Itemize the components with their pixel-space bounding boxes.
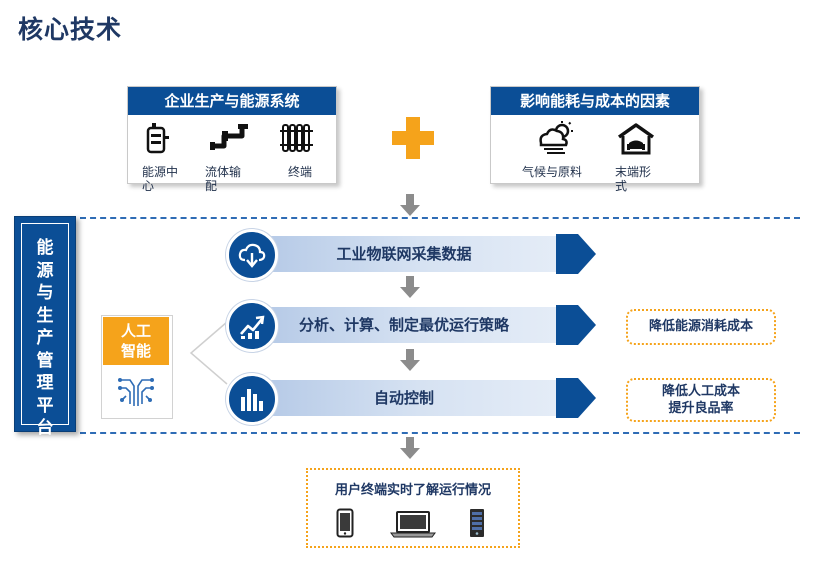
step-arrow-head-3 <box>556 378 596 418</box>
step-arrow-head-1 <box>556 234 596 274</box>
step-label-1: 工业物联网采集数据 <box>336 245 472 263</box>
server-icon <box>470 509 484 537</box>
terminal-form-label: 末端形 式 <box>615 165 652 193</box>
down-arrow-4 <box>400 437 420 459</box>
outcome-box-2: 降低人工成本 提升良品率 <box>626 378 776 422</box>
step-arrow-head-2 <box>556 305 596 345</box>
step-circle-3 <box>226 373 278 425</box>
outcome-box-1: 降低能源消耗成本 <box>626 309 776 345</box>
ai-panel: 人工 智能 <box>101 315 173 419</box>
ai-connector-lines <box>189 321 228 385</box>
ai-label: 人工 智能 <box>103 317 169 365</box>
outcome-label-1: 降低能源消耗成本 <box>648 319 753 334</box>
platform-bottom-divider <box>80 432 800 434</box>
step-bar-2 <box>252 307 556 343</box>
energy-center-label: 能源中 心 <box>142 165 179 193</box>
step-label-2: 分析、计算、制定最优运行策略 <box>298 316 509 334</box>
cost-factors-box: 影响能耗与成本的因素 气候与原料 末端形 式 <box>490 86 700 193</box>
down-arrow-3 <box>400 349 420 371</box>
user-terminal-label: 用户终端实时了解运行情况 <box>334 483 491 498</box>
fluid-distribution-label: 流体输 配 <box>205 165 242 193</box>
laptop-icon <box>390 511 436 538</box>
phone-icon <box>336 508 354 538</box>
production-energy-system-header: 企业生产与能源系统 <box>128 87 336 115</box>
down-arrow-2 <box>400 276 420 298</box>
step-circle-1 <box>226 229 278 281</box>
production-energy-system-box: 企业生产与能源系统 能源中 心 流体输 配 终端 <box>127 86 337 193</box>
plus-icon <box>392 117 434 159</box>
trend-chart-icon <box>240 315 265 339</box>
cloud-download-icon <box>238 243 266 268</box>
pipe-icon <box>210 124 248 150</box>
climate-materials-label: 气候与原料 <box>522 165 583 179</box>
terminal-label: 终端 <box>288 165 313 179</box>
boiler-icon <box>146 123 169 154</box>
step-circle-2 <box>226 300 278 352</box>
platform-label: 能源与生产管理平台 <box>36 238 54 438</box>
cost-factors-header: 影响能耗与成本的因素 <box>491 87 699 115</box>
house-icon <box>617 123 655 155</box>
weather-icon <box>539 121 573 154</box>
down-arrow-1 <box>400 194 420 216</box>
step-label-3: 自动控制 <box>373 389 434 407</box>
circuit-icon <box>118 378 154 406</box>
step-bar-3 <box>252 380 556 416</box>
page-title: 核心技术 <box>18 15 123 44</box>
user-terminal-box: 用户终端实时了解运行情况 <box>306 468 520 548</box>
platform-panel: 能源与生产管理平台 <box>14 216 76 438</box>
bar-chart-icon <box>241 389 263 411</box>
outcome-label-2: 降低人工成本 提升良品率 <box>661 384 740 416</box>
platform-top-divider <box>80 217 800 219</box>
step-bar-1 <box>252 236 556 272</box>
radiator-icon <box>280 124 313 152</box>
